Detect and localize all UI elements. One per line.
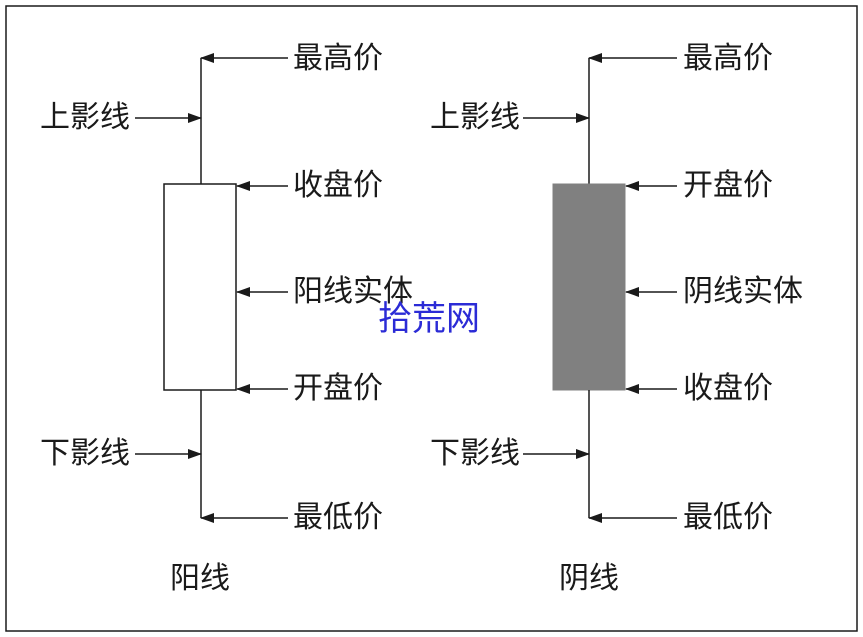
- watermark-text: 拾荒网: [378, 299, 480, 339]
- yang-body: [163, 183, 237, 391]
- yang-arrows: [135, 53, 288, 523]
- yin-title: 阴线: [559, 561, 619, 596]
- yang-title: 阳线: [170, 561, 230, 596]
- yang-candle: [163, 58, 237, 518]
- yin-body: [552, 183, 626, 391]
- yin-open-label: 开盘价: [683, 168, 773, 203]
- yin-high-label: 最高价: [683, 41, 773, 76]
- outer-frame: [5, 5, 858, 632]
- yin-low-label: 最低价: [683, 500, 773, 535]
- yin-body-label: 阴线实体: [683, 274, 803, 309]
- yin-arrows: [523, 53, 677, 523]
- yang-lower-shadow-label: 下影线: [40, 436, 130, 471]
- yang-upper-shadow-label: 上影线: [40, 100, 130, 135]
- yin-close-label: 收盘价: [683, 371, 773, 406]
- yang-body-label: 阳线实体: [293, 274, 413, 309]
- yang-open-label: 开盘价: [293, 371, 383, 406]
- yang-close-label: 收盘价: [293, 168, 383, 203]
- yang-high-label: 最高价: [293, 41, 383, 76]
- yin-candle: [552, 58, 626, 518]
- yin-upper-shadow-label: 上影线: [430, 100, 520, 135]
- yin-lower-shadow-label: 下影线: [430, 436, 520, 471]
- yang-low-label: 最低价: [293, 500, 383, 535]
